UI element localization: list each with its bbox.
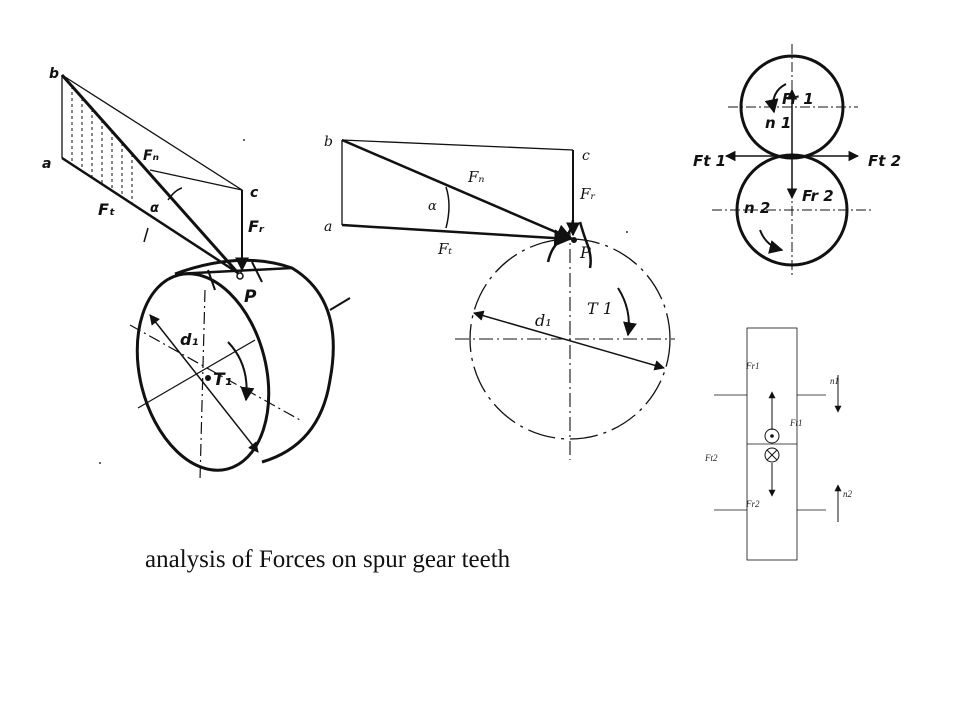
middle-label-b: b	[324, 134, 333, 150]
left-label-d1: d₁	[180, 330, 198, 349]
middle-Fn-line	[341, 138, 574, 241]
middle-label-T1: T 1	[587, 299, 613, 318]
side-label-Fr2: Fr2	[745, 499, 760, 509]
middle-label-c: c	[582, 148, 590, 164]
mesh-gears-figure: Fr 1 n 1 Ft 1 Ft 2 Fr 2 n 2	[693, 44, 901, 276]
left-label-c: c	[250, 185, 259, 201]
figure-caption: analysis of Forces on spur gear teeth	[145, 546, 511, 573]
middle-diameter-line	[472, 310, 666, 371]
middle-Ft-line	[341, 223, 572, 247]
mesh-label-Fr2: Fr 2	[802, 187, 834, 205]
side-label-Fr1: Fr1	[745, 361, 760, 371]
mesh-label-Fr1: Fr 1	[782, 90, 814, 108]
left-label-Ft: Fₜ	[98, 200, 115, 219]
middle-gear-figure: b a c Fₙ Fₜ Fᵣ α P d₁ T 1	[324, 134, 675, 460]
side-label-n2: n2	[843, 489, 853, 499]
middle-label-P: P	[579, 243, 591, 262]
mesh-label-n1: n 1	[765, 114, 791, 132]
middle-label-d1: d₁	[535, 311, 552, 330]
middle-torque-arrow	[617, 287, 637, 337]
left-hatching	[71, 86, 133, 204]
middle-label-a: a	[324, 219, 332, 235]
side-label-n1: n1	[830, 376, 839, 386]
mesh-label-Ft1: Ft 1	[693, 152, 726, 170]
left-label-Fr: Fᵣ	[248, 217, 265, 236]
side-label-Ft1: Ft1	[789, 418, 803, 428]
left-label-Fn: Fₙ	[143, 148, 159, 164]
middle-label-Fn: Fₙ	[467, 168, 485, 186]
mesh-label-Ft2: Ft 2	[868, 152, 901, 170]
middle-label-Ft: Fₜ	[437, 240, 452, 258]
mesh-n1-arrow	[764, 83, 787, 114]
left-label-a: a	[42, 156, 51, 172]
left-gear-figure: b a c Fₙ Fₜ Fᵣ α P d₁ T₁	[42, 66, 351, 481]
mesh-n2-arrow	[759, 229, 784, 254]
left-Ft-line	[61, 156, 239, 275]
mesh-label-n2: n 2	[744, 199, 770, 217]
middle-gear-circle	[469, 238, 671, 440]
side-cross-symbol	[764, 447, 780, 463]
side-view-figure: Fr1 n1 Ft1 Ft2 Fr2 n2	[704, 327, 853, 561]
middle-label-Fr: Fᵣ	[579, 185, 596, 203]
left-torque-arrow	[227, 341, 255, 402]
left-label-P: P	[244, 287, 257, 307]
left-diameter-line	[149, 314, 259, 453]
left-label-b: b	[49, 66, 59, 82]
side-label-Ft2: Ft2	[704, 453, 718, 463]
middle-label-alpha: α	[428, 199, 437, 214]
left-label-T1: T₁	[213, 370, 232, 390]
side-dot-symbol	[764, 428, 780, 444]
left-Fn-line	[60, 74, 240, 274]
left-label-alpha: α	[150, 201, 159, 216]
